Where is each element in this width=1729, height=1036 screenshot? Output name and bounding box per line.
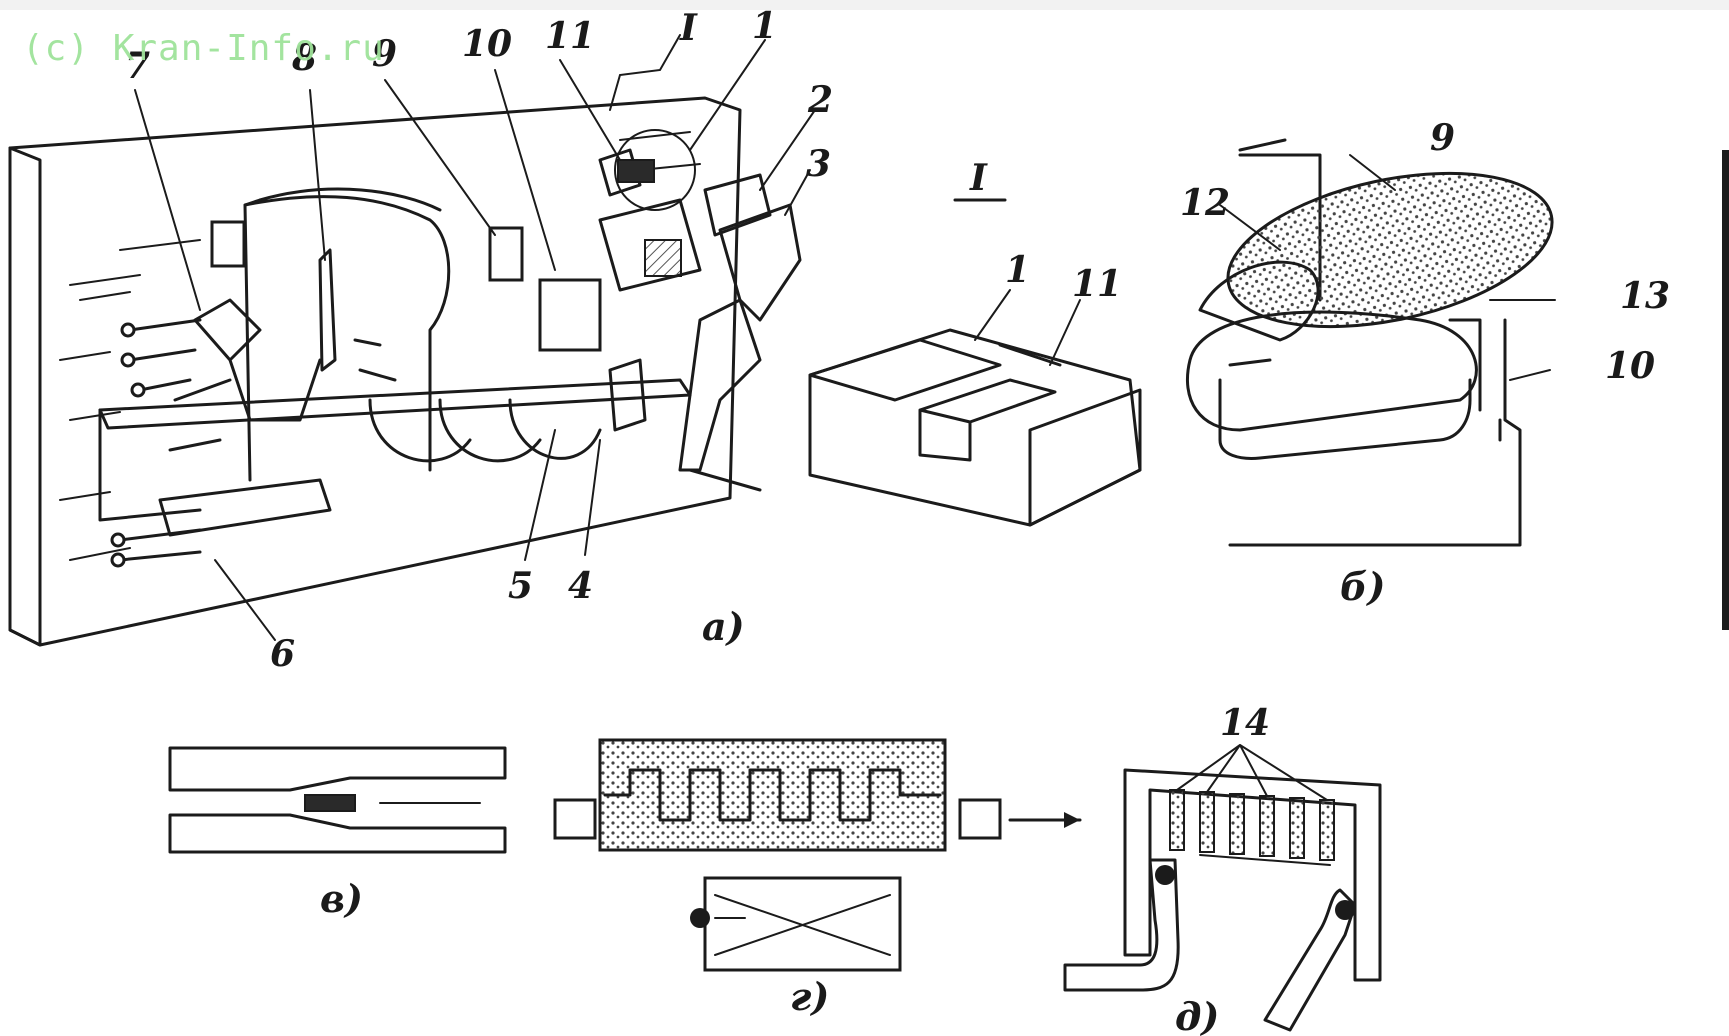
label-2: 2 (807, 79, 833, 121)
bottom-bolt-1 (110, 532, 126, 548)
label-section-I: I (679, 7, 698, 49)
pivot-pin (688, 468, 762, 492)
contact-block-top (808, 338, 1002, 402)
electrode-right (958, 798, 1002, 840)
arc-chute-details (353, 338, 397, 382)
auxiliary-contact (598, 148, 642, 197)
pole-arrow (1228, 358, 1272, 367)
coil-end-12 (1198, 260, 1320, 342)
chute-walls (1123, 768, 1382, 982)
block-ridge (998, 343, 1062, 367)
contact-detail-I: I 1 11 (808, 157, 1142, 527)
terminal-block-3 (718, 203, 802, 322)
contact-tip-11 (918, 378, 1057, 462)
magnet-window (644, 239, 682, 277)
bottom-bolt-2 (110, 552, 126, 568)
label-8: 8 (291, 37, 317, 79)
arc-chute-hoop-left (243, 198, 262, 482)
arc-column (304, 794, 356, 812)
label-3: 3 (806, 143, 831, 185)
cross-slot-lines (714, 894, 891, 956)
arc-root-left (1155, 865, 1175, 885)
wires-left (128, 318, 202, 392)
plate-base-line (1199, 854, 1331, 866)
leader-lines (134, 34, 816, 641)
plate-leaders (1176, 744, 1328, 801)
right-horn (1263, 888, 1357, 1032)
label-14: 14 (1220, 702, 1270, 744)
arc-plate (318, 248, 337, 372)
labyrinth-body (598, 738, 947, 852)
labyrinth-arrowhead (1064, 812, 1080, 828)
label-1: 1 (752, 5, 777, 47)
armature-block (538, 278, 602, 352)
slot-plate-bottom (168, 813, 507, 854)
terminal-bolt-1 (120, 322, 136, 338)
caption-v: в) (320, 876, 363, 921)
right-edge-bar (1722, 150, 1729, 630)
base-rail (98, 408, 332, 537)
caption-d: д) (1175, 994, 1219, 1036)
terminal-bolt-2 (120, 352, 136, 368)
label-13: 13 (1620, 275, 1670, 317)
top-arrow (1238, 138, 1287, 152)
contact-pad-1 (617, 159, 655, 183)
label-10: 10 (462, 23, 512, 65)
label-detail-1: 1 (1005, 249, 1030, 291)
label-detail-b-9: 9 (1430, 117, 1455, 159)
caption-b: б) (1340, 564, 1385, 609)
terminal-block-2 (703, 173, 772, 237)
label-detail-I: I (969, 157, 988, 199)
detail-circle-I (614, 129, 696, 211)
return-loop (1218, 378, 1472, 460)
label-detail-11: 11 (1072, 263, 1122, 305)
labyrinth-chute: г) (553, 738, 1082, 1019)
pole-piece (1185, 310, 1478, 432)
caption-a: а) (702, 604, 745, 649)
terminal-bolt-3 (130, 382, 146, 398)
narrow-slot-chute: в) (168, 746, 507, 921)
label-5: 5 (508, 565, 533, 607)
arc-spot (690, 908, 710, 928)
caption-g: г) (790, 974, 829, 1019)
bracket-7 (210, 220, 246, 268)
moving-contact-5 (608, 358, 647, 432)
label-9: 9 (372, 33, 397, 75)
magnet-core (598, 198, 702, 292)
label-6: 6 (270, 633, 295, 675)
label-12: 12 (1180, 182, 1230, 224)
left-horn (1063, 858, 1180, 992)
label-detail-b-10: 10 (1605, 345, 1655, 387)
arc-root-right (1335, 900, 1355, 920)
bottom-bolts (118, 528, 202, 562)
electrode-left (553, 798, 597, 840)
slot-plate-top (168, 746, 507, 792)
labyrinth-path-outline (604, 769, 941, 821)
arc-chute-hoop (243, 187, 451, 472)
base-panel-side (8, 146, 42, 647)
flow-arrows (1468, 378, 1502, 442)
detail-leaders (974, 289, 1081, 366)
label-7: 7 (125, 45, 150, 87)
bracket-9 (488, 226, 524, 282)
bottom-lead (1228, 318, 1522, 547)
deion-plates-14 (1169, 789, 1335, 861)
label-11: 11 (545, 15, 595, 57)
spring-arm (678, 298, 762, 472)
coil-rings (368, 398, 602, 463)
contact-block-side (1028, 388, 1142, 527)
coil-leaders (1219, 154, 1556, 381)
blowout-coil-detail: 9 12 13 10 б) (1180, 117, 1729, 630)
watermark-text: (c) Kran-Info.ru (22, 28, 385, 69)
contactor-assembly: 7 8 9 10 11 I 1 2 3 5 4 6 а) (8, 5, 833, 675)
panel-shading (59, 131, 701, 561)
label-4: 4 (568, 565, 593, 607)
grid-chute: 14 д) (1063, 702, 1382, 1036)
